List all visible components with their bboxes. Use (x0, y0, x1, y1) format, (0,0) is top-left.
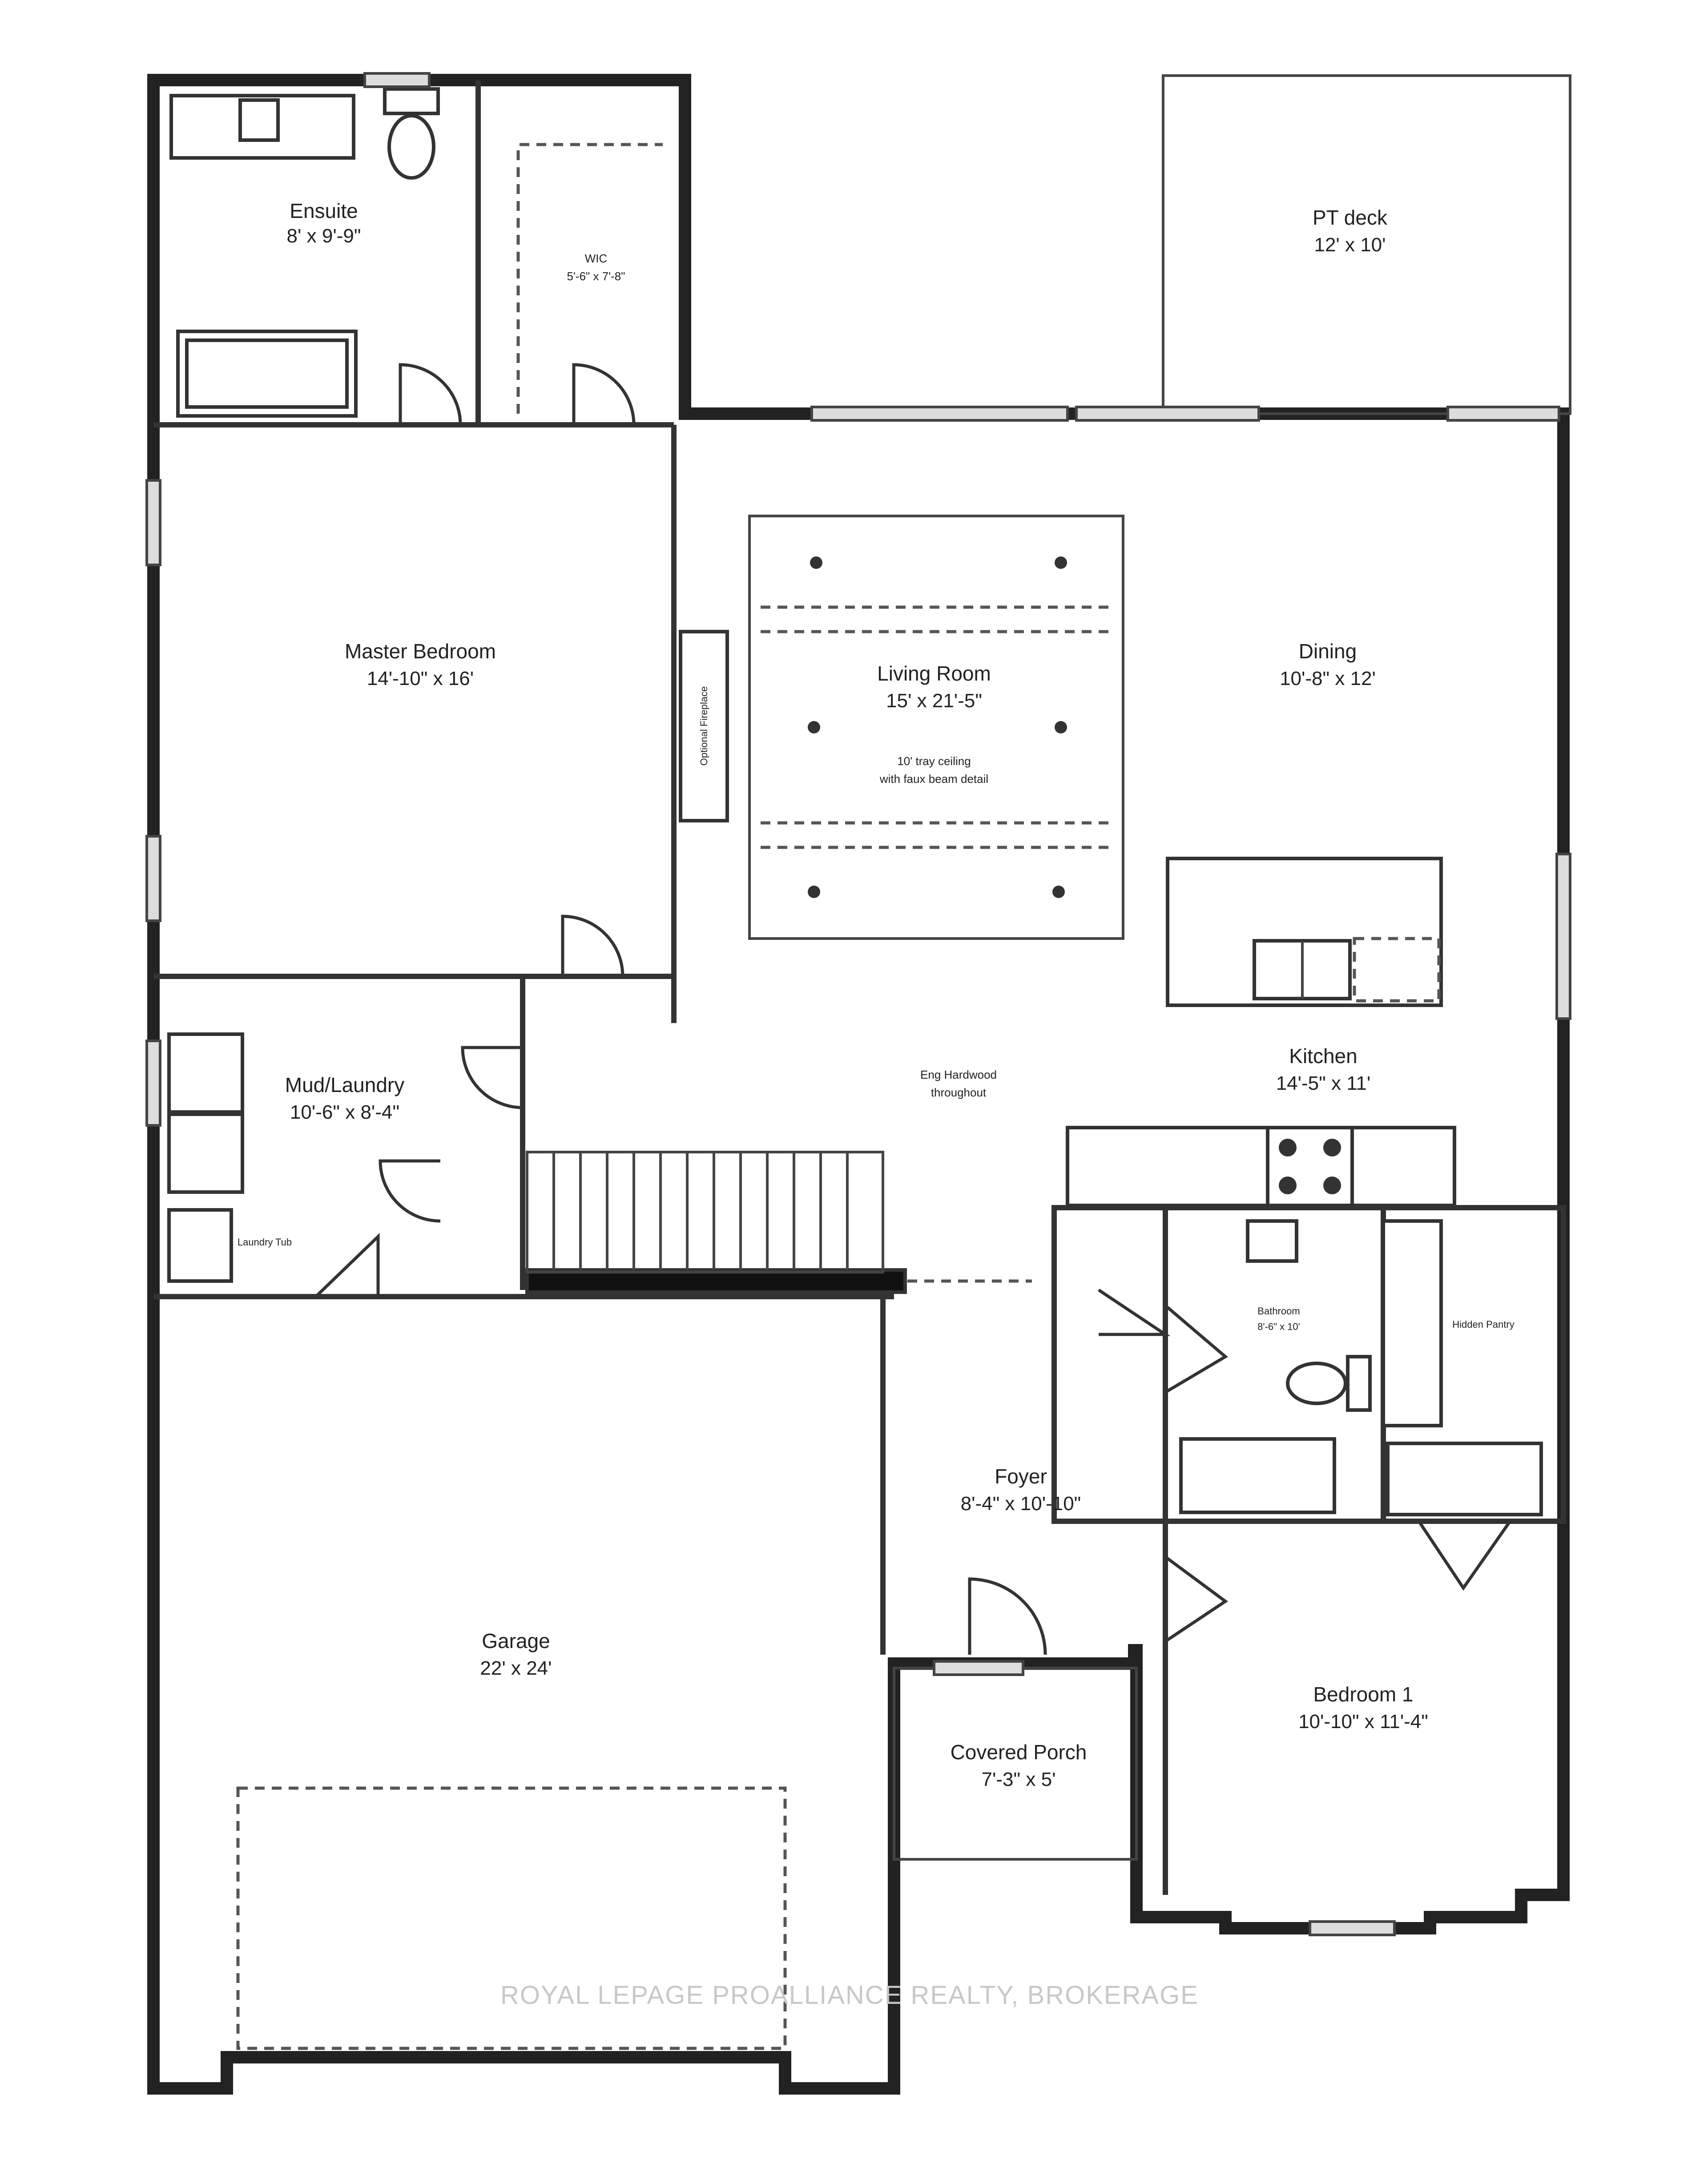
laundry-fixtures (167, 1032, 244, 1283)
kitchen-name: Kitchen (1289, 1044, 1357, 1068)
mud-laundry-label: Mud/Laundry 10'-6" x 8'-4" (285, 1073, 405, 1123)
tray-ceiling (748, 515, 1124, 940)
dining-dims: 10'-8" x 12' (1280, 668, 1376, 689)
bathroom-fixtures (1179, 1219, 1372, 1514)
door-swings (314, 363, 1511, 1655)
pt-deck-name: PT deck (1313, 206, 1388, 229)
living-room-label: Living Room 15' x 21'-5" 10' tray ceilin… (877, 662, 991, 786)
mud-laundry-dims: 10'-6" x 8'-4" (290, 1101, 399, 1123)
stairs (526, 1151, 1032, 1283)
pantry-shelf (1382, 1219, 1443, 1427)
laundry-tub-icon (167, 1208, 233, 1283)
optional-fireplace-label: Optional Fireplace (698, 686, 709, 766)
pot-light-icon (1052, 886, 1065, 898)
master-bedroom-dims: 14'-10" x 16' (367, 668, 474, 689)
mud-laundry-name: Mud/Laundry (285, 1073, 405, 1096)
flooring-note-2: throughout (931, 1086, 987, 1099)
laundry-tub-label: Laundry Tub (238, 1237, 292, 1248)
living-room-note-1: 10' tray ceiling (897, 754, 971, 768)
wic-dims: 5'-6" x 7'-8" (567, 270, 625, 283)
pt-deck-label: PT deck 12' x 10' (1313, 206, 1388, 256)
exterior-wall (147, 74, 1570, 2095)
pot-light-icon (810, 556, 822, 569)
garage-name: Garage (482, 1629, 550, 1652)
toilet-icon (1286, 1362, 1347, 1405)
range-icon (1266, 1126, 1354, 1207)
ensuite-label: Ensuite 8' x 9'-9" (287, 199, 361, 247)
pt-deck-dims: 12' x 10' (1314, 234, 1386, 256)
pot-light-icon (1055, 721, 1067, 733)
living-room-note-2: with faux beam detail (879, 772, 988, 786)
living-room-name: Living Room (877, 662, 991, 685)
master-bedroom-label: Master Bedroom 14'-10" x 16' (345, 640, 496, 689)
interior-walls (153, 80, 1566, 1895)
foyer-name: Foyer (995, 1465, 1047, 1488)
dining-label: Dining 10'-8" x 12' (1280, 640, 1376, 689)
wic-name: WIC (585, 252, 608, 265)
bathroom-name: Bathroom (1257, 1306, 1300, 1317)
kitchen-dims: 14'-5" x 11' (1276, 1072, 1371, 1094)
pot-light-icon (1055, 556, 1067, 569)
wic-label: WIC 5'-6" x 7'-8" (567, 252, 625, 283)
kitchen-label: Kitchen 14'-5" x 11' (1276, 1044, 1371, 1094)
foyer-dims: 8'-4" x 10'-10" (961, 1493, 1081, 1515)
kitchen-island (1166, 857, 1443, 1007)
garage-door-outline (236, 1786, 787, 2050)
bathroom-dims: 8'-6" x 10' (1257, 1321, 1300, 1332)
wic-shelving (516, 143, 663, 414)
porch-outline (893, 1667, 1138, 1861)
pt-deck-outline (1162, 74, 1571, 415)
toilet-icon (387, 114, 435, 180)
covered-porch-name: Covered Porch (951, 1741, 1087, 1764)
garage-label: Garage 22' x 24' (480, 1629, 552, 1679)
kitchen-counter (1066, 1126, 1456, 1207)
dryer-icon (167, 1112, 244, 1194)
hidden-pantry-label: Hidden Pantry (1452, 1319, 1514, 1330)
bedroom-1-label: Bedroom 1 10'-10" x 11'-4" (1298, 1683, 1428, 1733)
sink-icon (238, 98, 280, 142)
ensuite-fixtures (169, 87, 440, 418)
washer-icon (167, 1032, 244, 1114)
flooring-note: Eng Hardwood throughout (920, 1068, 997, 1099)
bedroom-1-name: Bedroom 1 (1313, 1683, 1413, 1706)
garage-dims: 22' x 24' (480, 1657, 552, 1679)
bathroom-label: Bathroom 8'-6" x 10' (1257, 1306, 1300, 1332)
master-bedroom-name: Master Bedroom (345, 640, 496, 663)
bedroom-1-dims: 10'-10" x 11'-4" (1298, 1711, 1428, 1733)
ensuite-dims: 8' x 9'-9" (287, 225, 361, 247)
pot-light-icon (808, 721, 820, 733)
sink-icon (1246, 1219, 1298, 1263)
flooring-note-1: Eng Hardwood (920, 1068, 997, 1081)
closet-shelf (1386, 1442, 1543, 1516)
bathtub-icon (1179, 1437, 1336, 1514)
foyer-label: Foyer 8'-4" x 10'-10" (961, 1465, 1081, 1515)
pot-light-icon (808, 886, 820, 898)
watermark: ROYAL LEPAGE PROALLIANCE REALTY, BROKERA… (500, 1981, 1199, 2010)
windows (145, 72, 1571, 1936)
covered-porch-dims: 7'-3" x 5' (982, 1769, 1056, 1790)
dining-name: Dining (1299, 640, 1357, 663)
covered-porch-label: Covered Porch 7'-3" x 5' (951, 1741, 1087, 1790)
fireplace (679, 630, 729, 822)
ensuite-name: Ensuite (290, 199, 358, 222)
living-room-dims: 15' x 21'-5" (886, 690, 982, 712)
